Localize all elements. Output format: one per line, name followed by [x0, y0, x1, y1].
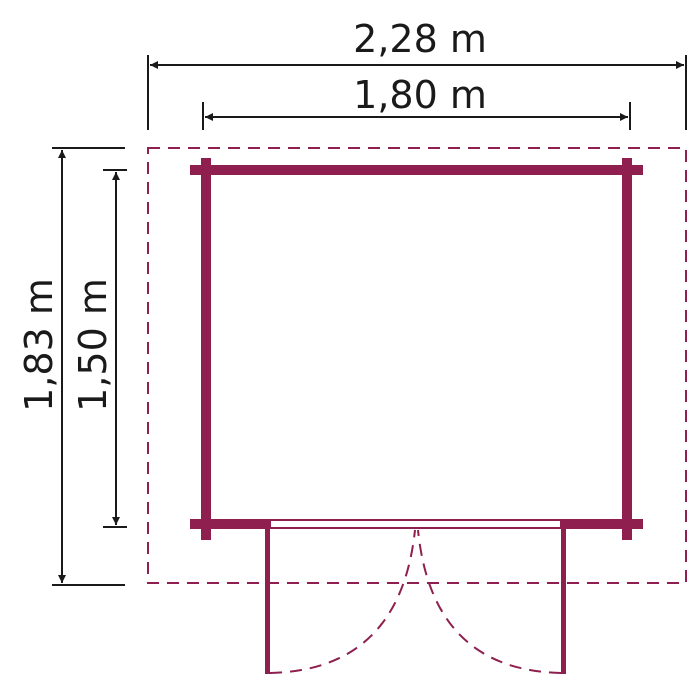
dimension-lines — [52, 55, 687, 586]
walls — [190, 158, 643, 540]
door — [265, 519, 566, 674]
outer-depth-label: 1,83 m — [17, 278, 61, 412]
inner-depth-label: 1,50 m — [71, 278, 115, 412]
roof-outline — [147, 147, 687, 584]
outer-width-label: 2,28 m — [353, 17, 487, 61]
inner-width-label: 1,80 m — [353, 73, 487, 117]
